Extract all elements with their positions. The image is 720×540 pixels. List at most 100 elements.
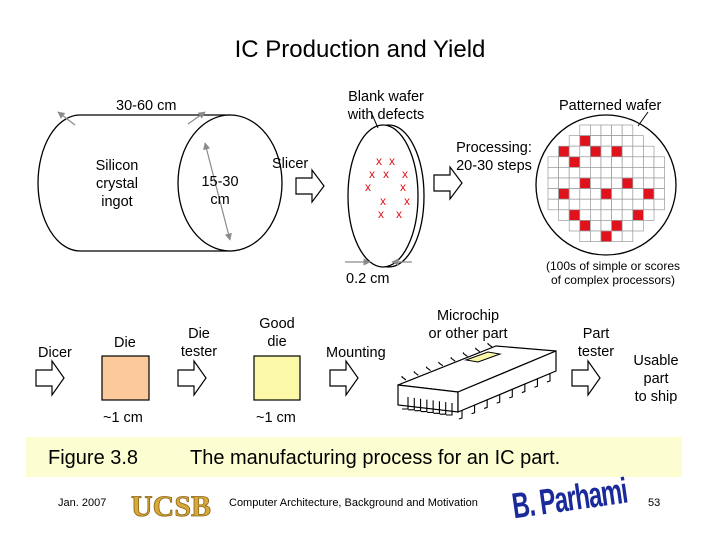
chip-pin — [408, 397, 415, 411]
chip-pin — [446, 403, 453, 416]
chip-pin — [458, 410, 463, 420]
mounting-arrow — [329, 359, 359, 397]
figure-number: Figure 3.8 — [48, 447, 139, 469]
die-cell — [611, 124, 623, 136]
die-cell — [600, 145, 612, 158]
die-cell — [568, 135, 581, 147]
die-cell — [600, 177, 612, 189]
defect-mark: x — [404, 194, 410, 208]
chip-pin — [426, 366, 431, 372]
chip-pin — [433, 401, 440, 414]
die-cell — [579, 167, 591, 179]
die-label: Die — [114, 335, 136, 351]
processing-label: Processing: 20-30 steps — [456, 140, 532, 174]
defective-die-cell — [600, 188, 612, 200]
die-cell — [643, 156, 655, 168]
die-cell — [600, 220, 612, 232]
die-cell — [653, 167, 665, 179]
die-cell — [579, 198, 591, 211]
die-cell — [579, 230, 591, 242]
dicer-arrow — [35, 359, 65, 397]
die-cell — [632, 220, 644, 232]
die-cell — [621, 209, 634, 221]
die-cell — [632, 156, 644, 168]
chip-pin — [521, 383, 526, 394]
chip-pin — [471, 404, 476, 415]
die-cell — [600, 135, 612, 147]
defective-die-cell — [558, 145, 570, 158]
defect-mark: x — [378, 207, 384, 221]
ingot-label: Silicon crystal ingot — [95, 158, 139, 210]
die-tester-arrow — [177, 359, 207, 397]
chip-pin — [401, 376, 407, 381]
die-cell — [590, 156, 602, 168]
part-tester-label: Part tester — [577, 326, 615, 360]
die-cell — [632, 188, 644, 200]
patterned-wafer — [535, 114, 677, 256]
chip-pin — [439, 402, 447, 415]
die-cell — [579, 209, 591, 221]
slicer-arrow — [295, 168, 325, 204]
defective-die-cell — [600, 230, 612, 242]
defect-mark: x — [389, 154, 395, 168]
die-cell — [643, 167, 655, 179]
page-number: 53 — [648, 497, 661, 509]
chip-pin — [546, 373, 551, 383]
chip-pin — [414, 398, 422, 412]
die-cell — [611, 177, 623, 189]
die-cell — [621, 220, 634, 232]
svg-text:UCSB: UCSB — [131, 490, 211, 523]
die-cell — [579, 145, 591, 158]
die-cell — [611, 188, 623, 200]
ucsb-logo: UCSB — [124, 486, 218, 526]
slide-title: IC Production and Yield — [234, 36, 486, 63]
good-die-square — [253, 355, 301, 401]
chip-pin — [438, 361, 444, 367]
die-square — [101, 355, 150, 401]
footer-date: Jan. 2007 — [58, 497, 107, 509]
good-die-size-label: ~1 cm — [256, 410, 296, 426]
ingot-length-label: 30-60 cm — [116, 98, 177, 114]
die-cell — [643, 209, 655, 221]
die-cell — [590, 188, 602, 200]
die-cell — [643, 145, 655, 158]
chip-package — [397, 343, 557, 420]
die-cell — [590, 230, 602, 242]
figure-caption: The manufacturing process for an IC part… — [190, 447, 561, 469]
wafer-label-pointer — [370, 111, 379, 129]
defective-die-cell — [611, 145, 623, 158]
microchip-label: Microchip or other part — [428, 308, 508, 342]
defect-mark: x — [400, 180, 406, 194]
die-cell — [568, 220, 581, 232]
defective-die-cell — [568, 156, 581, 168]
defect-mark: x — [369, 167, 375, 181]
chip-pin — [483, 399, 488, 409]
chip-pin — [475, 347, 481, 353]
die-cell — [600, 167, 612, 179]
die-cell — [621, 188, 634, 200]
defect-mark: x — [396, 207, 402, 221]
die-cell — [611, 167, 623, 179]
die-cell — [590, 209, 602, 221]
defect-mark: x — [383, 167, 389, 181]
patterned-wafer-label: Patterned wafer — [559, 98, 662, 114]
die-cell — [643, 177, 655, 189]
defective-die-cell — [643, 188, 655, 200]
defect-mark: x — [402, 167, 408, 181]
mounting-label: Mounting — [326, 345, 386, 361]
die-cell — [632, 167, 644, 179]
die-cell — [600, 156, 612, 168]
defective-die-cell — [590, 145, 602, 158]
die-cell — [558, 177, 570, 189]
usable-part-label: Usable part to ship — [633, 353, 679, 405]
die-cell — [590, 124, 602, 136]
die-cell — [568, 188, 581, 200]
die-cell — [611, 209, 623, 221]
defect-mark: x — [376, 154, 382, 168]
die-cell — [547, 156, 559, 168]
die-cell — [558, 156, 570, 168]
patterned-label-pointer — [637, 111, 649, 127]
die-cell — [621, 145, 634, 158]
die-cell — [653, 177, 665, 189]
